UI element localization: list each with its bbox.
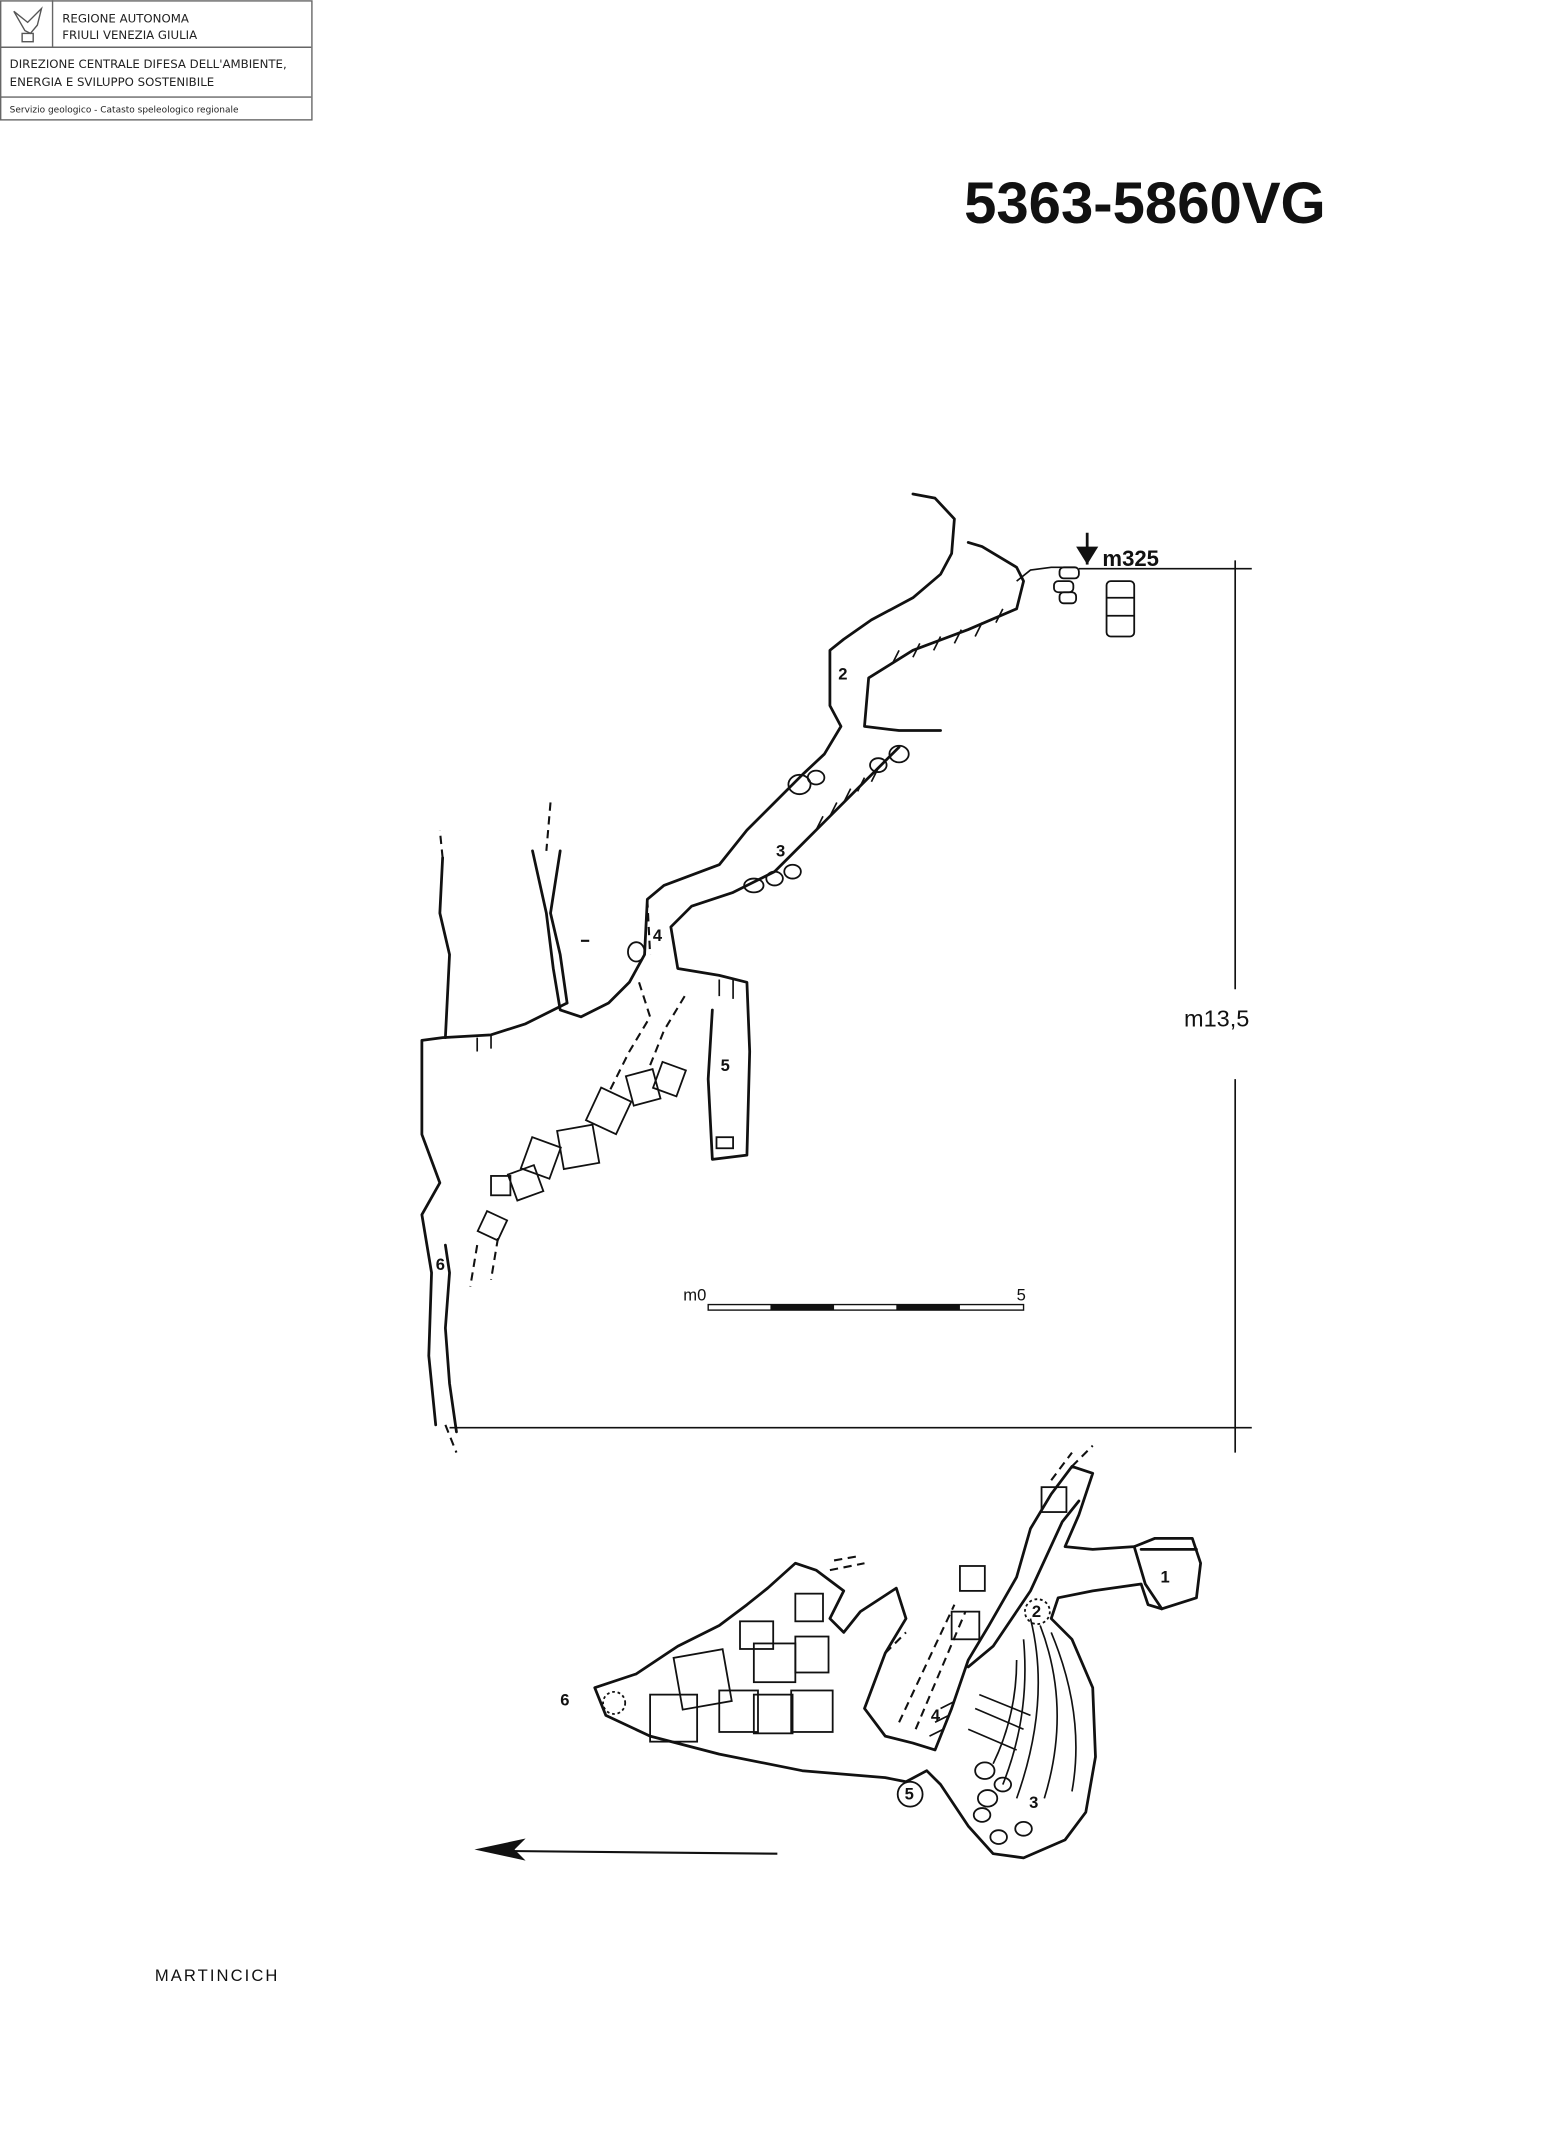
- plan-point-5: 5: [905, 1785, 914, 1804]
- north-arrow-icon: [474, 1838, 778, 1861]
- header-box: REGIONE AUTONOMA FRIULI VENEZIA GIULIA D…: [0, 0, 313, 121]
- cave-id-title: 5363-5860VG: [964, 171, 1326, 236]
- section-point-5: 5: [721, 1056, 730, 1075]
- depth-label: m13,5: [1184, 1006, 1249, 1032]
- section-point-3: 3: [776, 841, 785, 860]
- scale-end-label: 5: [1017, 1285, 1026, 1304]
- department-line1: DIREZIONE CENTRALE DIFESA DELL'AMBIENTE,: [10, 57, 287, 71]
- entrance-arrow-icon: [1076, 532, 1099, 565]
- org-name-line1: REGIONE AUTONOMA: [62, 11, 189, 25]
- section-point-6: 6: [436, 1255, 445, 1274]
- plan-point-2: 2: [1032, 1602, 1041, 1621]
- cave-plan-drawing: 1 2 3 4 5 6: [474, 1444, 1202, 1861]
- plan-point-6: 6: [560, 1691, 569, 1710]
- plan-point-1: 1: [1160, 1568, 1169, 1587]
- eagle-logo-icon: [13, 6, 43, 43]
- plan-point-3: 3: [1029, 1793, 1038, 1812]
- service-name: Servizio geologico - Catasto speleologic…: [10, 105, 239, 115]
- entrance-elevation: m325: [1102, 546, 1159, 571]
- scale-start-label: m0: [683, 1285, 706, 1304]
- cave-section-drawing: 2 3 4 5 6 m325 m13,5 m0 5: [420, 492, 1252, 1453]
- scale-bar: m0 5: [683, 1285, 1026, 1311]
- section-point-2: 2: [838, 664, 847, 683]
- author-name: MARTINCICH: [155, 1966, 280, 1985]
- section-point-4: 4: [653, 926, 663, 945]
- plan-point-4: 4: [931, 1706, 941, 1725]
- org-name-line2: FRIULI VENEZIA GIULIA: [62, 28, 197, 42]
- department-line2: ENERGIA E SVILUPPO SOSTENIBILE: [10, 75, 215, 89]
